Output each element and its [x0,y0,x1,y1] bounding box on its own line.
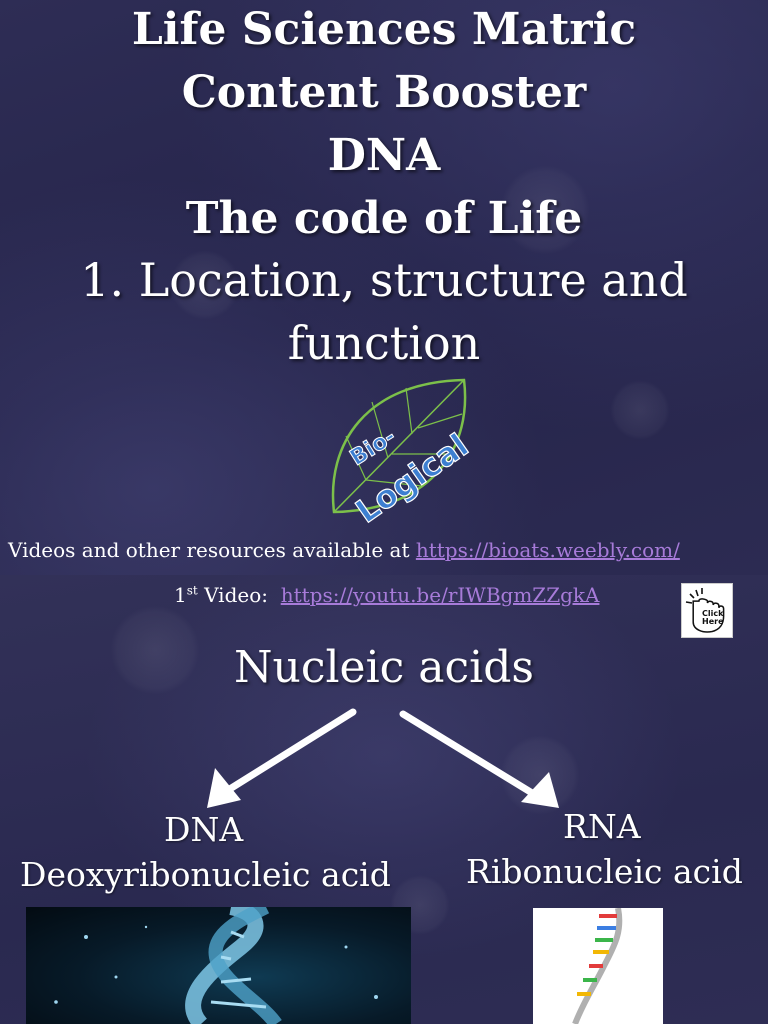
bio-logical-logo: Bio- Logical [331,378,476,529]
title-line-1: Life Sciences Matric [131,4,637,55]
title-line-3: DNA [327,130,441,181]
arrow-left-icon [207,708,357,808]
leaf-icon [331,378,467,514]
rna-abbr: RNA [563,807,641,846]
video-ordinal-suffix: st [186,583,198,598]
bokeh-decoration [110,605,200,695]
title-line-4: The code of Life [185,193,583,244]
dna-helix-image [26,907,411,1024]
dna-helix-illustration [54,907,378,1024]
rna-strand-image [533,908,663,1024]
here-text: Here [702,617,724,626]
rna-strand-illustration [572,908,623,1024]
resources-prefix: Videos and other resources available at [8,538,416,562]
logo-text-bio: Bio- [346,424,400,471]
click-text: Click [702,609,724,618]
arrow-right-icon [399,710,559,808]
pointing-hand-icon [685,588,725,633]
dna-full-name: Deoxyribonucleic acid [20,855,391,894]
nucleic-acids-heading: Nucleic acids [234,642,534,693]
resources-line: Videos and other resources available at … [8,538,680,562]
subtitle-line-2: function [287,316,481,370]
video-line: 1st Video: https://youtu.be/rIWBgmZZgkA [174,583,599,607]
rna-full-name: Ribonucleic acid [466,852,743,891]
video-link[interactable]: https://youtu.be/rIWBgmZZgkA [280,583,600,607]
subtitle-line-1: 1. Location, structure and [80,253,688,307]
dna-abbr: DNA [164,810,244,849]
video-label: Video: [197,583,281,607]
slide-1: Life Sciences Matric Content Booster DNA… [0,0,768,575]
resources-link[interactable]: https://bioats.weebly.com/ [415,538,680,562]
title-line-2: Content Booster [181,67,587,118]
bokeh-decoration [610,380,670,440]
bokeh-decoration [170,250,240,320]
branch-arrows [207,708,559,808]
video-ordinal: 1 [174,583,187,607]
bokeh-decoration [500,165,590,255]
